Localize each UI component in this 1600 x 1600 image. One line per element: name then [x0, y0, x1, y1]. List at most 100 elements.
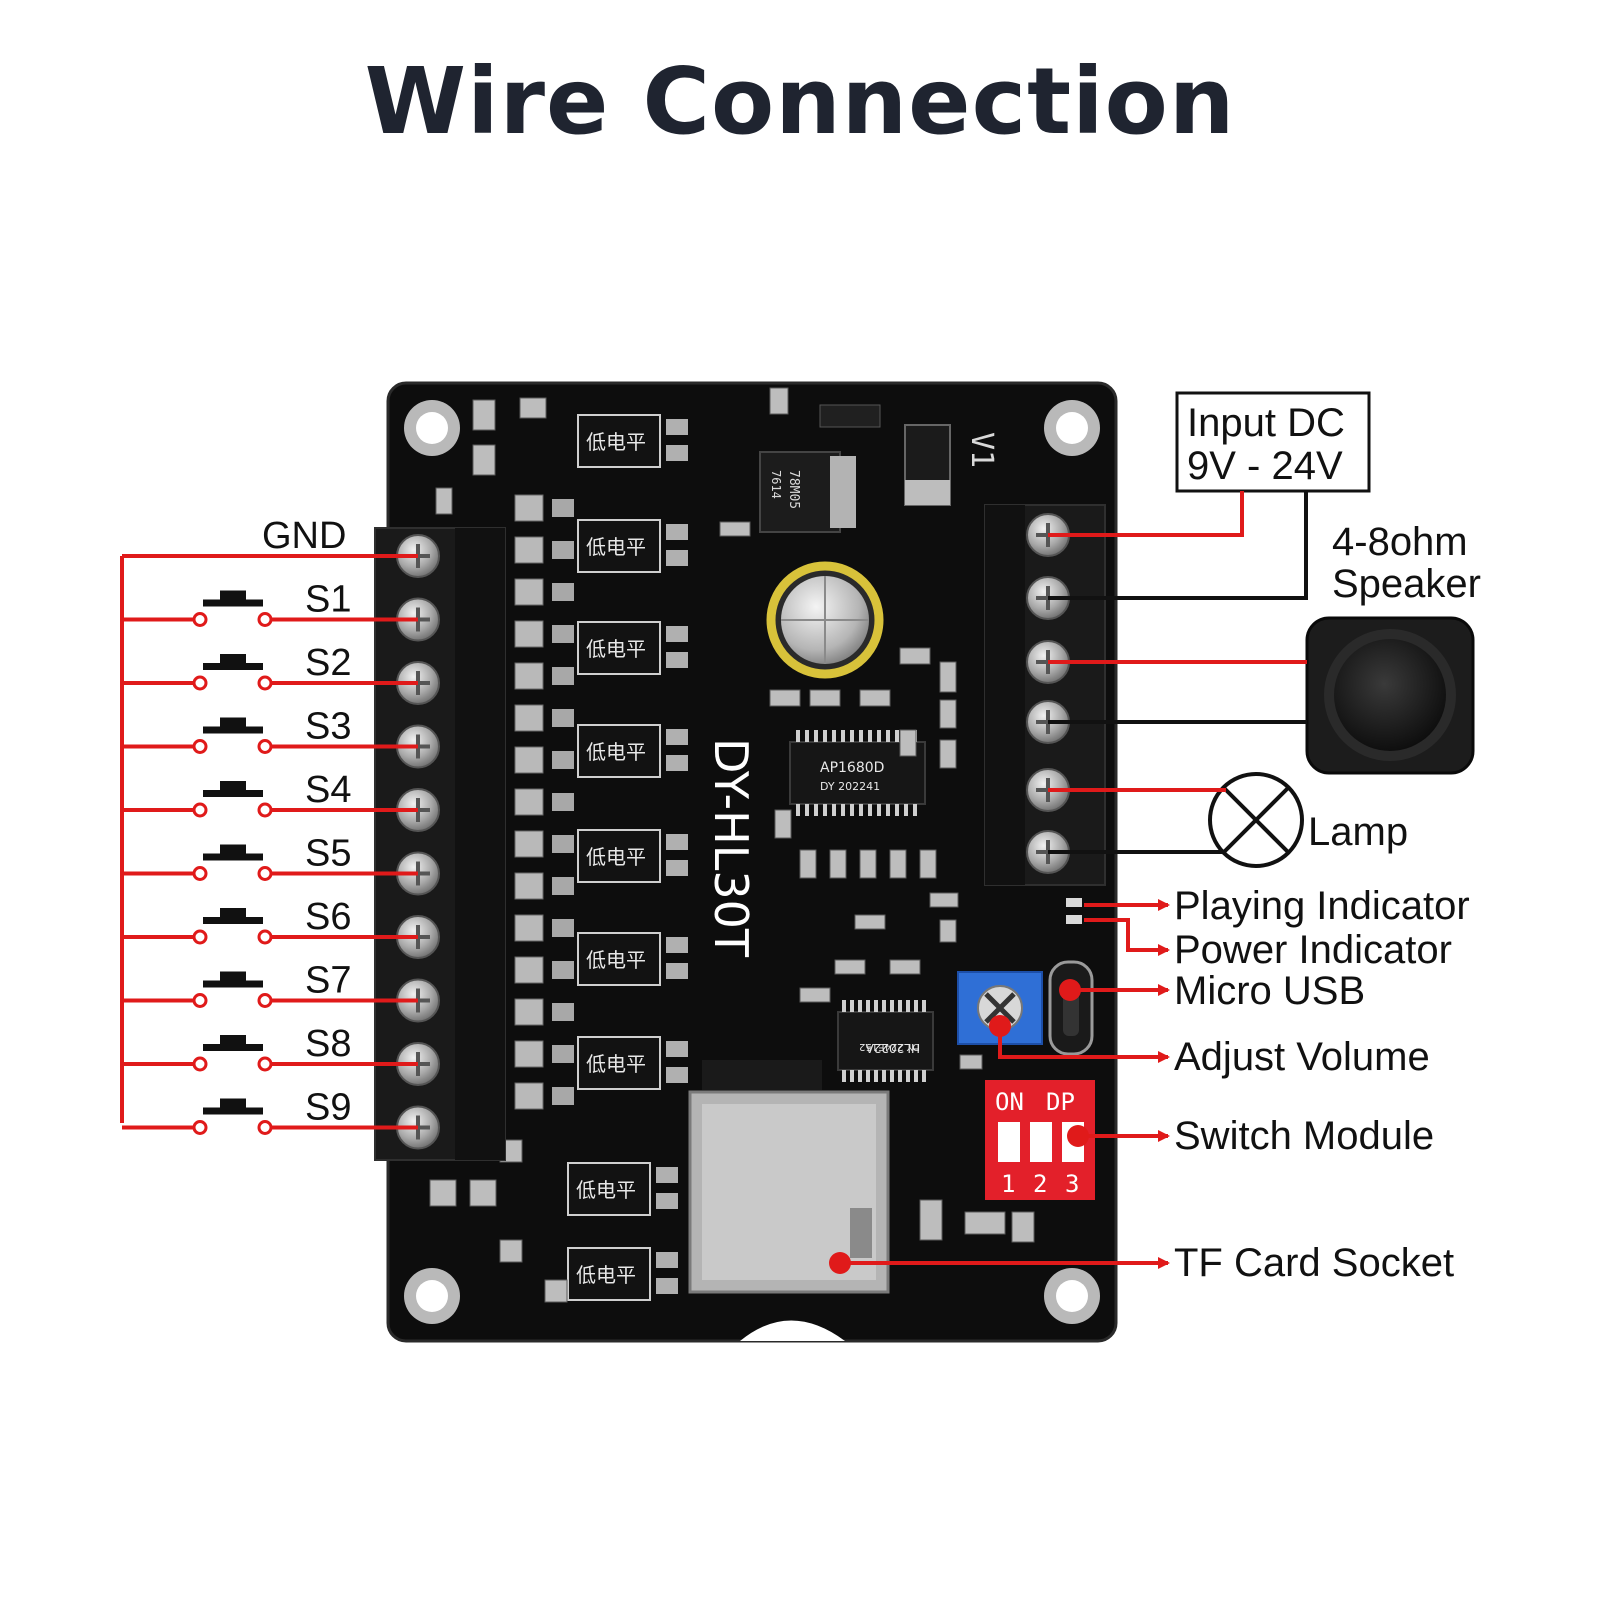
tf-card-socket[interactable] — [688, 1060, 890, 1294]
switch-label-s8: S8 — [305, 1023, 351, 1065]
board-version-label: V1 — [964, 432, 999, 468]
optocoupler-chip: 低电平 — [577, 414, 688, 468]
right-terminal-block — [984, 504, 1106, 886]
input-dc-label-line2: 9V - 24V — [1187, 444, 1343, 488]
smd-components — [429, 387, 1035, 1303]
optocoupler-label: 低电平 — [576, 1178, 636, 1202]
optocoupler-chip: 低电平 — [577, 1036, 688, 1090]
dip-toggle-1[interactable] — [998, 1122, 1020, 1162]
optocoupler-label: 低电平 — [586, 430, 646, 454]
switch-row-s3: S3 — [122, 706, 418, 754]
speaker-label-line2: Speaker — [1332, 562, 1481, 606]
dip-dp-label: DP — [1046, 1088, 1075, 1116]
optocoupler-chip: 低电平 — [577, 519, 688, 573]
lamp-icon — [1208, 772, 1304, 868]
mounting-hole-top-left — [404, 400, 460, 456]
left-terminal-block — [374, 527, 506, 1161]
amplifier-chip-sub-label: DY 202241 — [820, 780, 880, 793]
optocoupler-label: 低电平 — [586, 740, 646, 764]
dip-on-label: ON — [995, 1088, 1024, 1116]
optocoupler-label: 低电平 — [576, 1263, 636, 1287]
dip-number-3: 3 — [1065, 1170, 1079, 1198]
mcu-chip: HL2022A DY 224E152 — [837, 1000, 934, 1082]
switch-row-s8: S8 — [122, 1023, 418, 1072]
input-dc-positive-wire — [1048, 491, 1244, 537]
optocoupler-chip: 低电平 — [567, 1247, 678, 1301]
switch-row-s7: S7 — [122, 960, 418, 1008]
switch-label-s1: S1 — [305, 579, 351, 621]
lamp-label: Lamp — [1308, 810, 1408, 854]
switch-label-s6: S6 — [305, 896, 351, 938]
switch-row-s1: S1 — [122, 579, 418, 627]
micro-usb-label: Micro USB — [1174, 969, 1365, 1013]
optocoupler-chip: 低电平 — [577, 724, 688, 778]
dip-number-2: 2 — [1033, 1170, 1047, 1198]
push-button-icon — [203, 717, 263, 734]
switch-row-s5: S5 — [122, 833, 418, 881]
adjust-volume-label: Adjust Volume — [1174, 1035, 1430, 1079]
mcu-chip-label: HL2022A — [865, 1041, 920, 1055]
speaker-icon — [1305, 616, 1475, 775]
dip-number-1: 1 — [1001, 1170, 1015, 1198]
switch-label-s2: S2 — [305, 642, 351, 684]
push-button-icon — [203, 1035, 263, 1051]
board-model-label: DY-HL30T — [704, 738, 758, 958]
micro-usb-port[interactable] — [1048, 960, 1094, 1056]
optocoupler-label: 低电平 — [586, 948, 646, 972]
regulator-sub-label: 7614 — [769, 470, 783, 499]
speaker-label-line1: 4-8ohm — [1332, 520, 1468, 564]
push-button-icon — [203, 908, 263, 924]
optocoupler-chip: 低电平 — [577, 621, 688, 675]
playing-indicator-label: Playing Indicator — [1174, 884, 1470, 928]
dip-switch[interactable]: ON DP 1 2 3 — [985, 1080, 1095, 1200]
input-dc-box: Input DC 9V - 24V — [1175, 391, 1371, 493]
gnd-bus — [120, 554, 418, 1123]
volume-potentiometer[interactable] — [957, 971, 1043, 1045]
gnd-label: GND — [262, 515, 346, 557]
push-button-icon — [203, 590, 263, 607]
optocoupler-chip: 低电平 — [577, 829, 688, 883]
mounting-hole-bottom-right — [1044, 1268, 1100, 1324]
amplifier-chip-label: AP1680D — [820, 760, 884, 776]
mcu-chip-sub-label: DY 224E152 — [859, 1041, 920, 1052]
switch-row-s6: S6 — [122, 896, 418, 945]
switch-row-s2: S2 — [122, 642, 418, 691]
switch-label-s3: S3 — [305, 706, 351, 748]
push-button-icon — [203, 654, 263, 670]
switch-module-label: Switch Module — [1174, 1114, 1434, 1158]
smd-pad-column — [514, 494, 574, 1110]
optocoupler-chip: 低电平 — [577, 932, 688, 986]
input-dc-negative-wire — [1048, 491, 1308, 600]
optocoupler-label: 低电平 — [586, 845, 646, 869]
switch-label-s7: S7 — [305, 960, 351, 1002]
push-button-icon — [203, 971, 263, 988]
optocoupler-chip: 低电平 — [567, 1162, 678, 1216]
push-button-icon — [203, 844, 263, 861]
adjust-volume-arrow — [998, 1026, 1170, 1063]
power-indicator-led — [1066, 915, 1082, 924]
optocoupler-label: 低电平 — [586, 1052, 646, 1076]
playing-indicator-led — [1066, 898, 1082, 907]
switch-row-s4: S4 — [122, 769, 418, 818]
regulator-label: 78M05 — [786, 470, 801, 509]
dip-toggle-2[interactable] — [1030, 1122, 1052, 1162]
mounting-hole-bottom-left — [404, 1268, 460, 1324]
push-button-icon — [203, 1098, 263, 1115]
power-indicator-label: Power Indicator — [1174, 928, 1452, 972]
tf-card-socket-label: TF Card Socket — [1174, 1241, 1454, 1285]
switch-label-s9: S9 — [305, 1087, 351, 1129]
switch-label-s5: S5 — [305, 833, 351, 875]
power-indicator-arrow — [1084, 918, 1170, 956]
amplifier-chip: AP1680D DY 202241 — [789, 730, 926, 816]
optocoupler-label: 低电平 — [586, 535, 646, 559]
page-title: Wire Connection — [364, 48, 1236, 155]
input-dc-label-line1: Input DC — [1187, 401, 1345, 445]
switch-label-s4: S4 — [305, 769, 351, 811]
push-button-icon — [203, 781, 263, 797]
electrolytic-capacitor — [766, 561, 884, 679]
mounting-hole-top-right — [1044, 400, 1100, 456]
switch-row-s9: S9 — [122, 1087, 418, 1135]
voltage-regulator: 78M05 7614 — [759, 451, 856, 533]
